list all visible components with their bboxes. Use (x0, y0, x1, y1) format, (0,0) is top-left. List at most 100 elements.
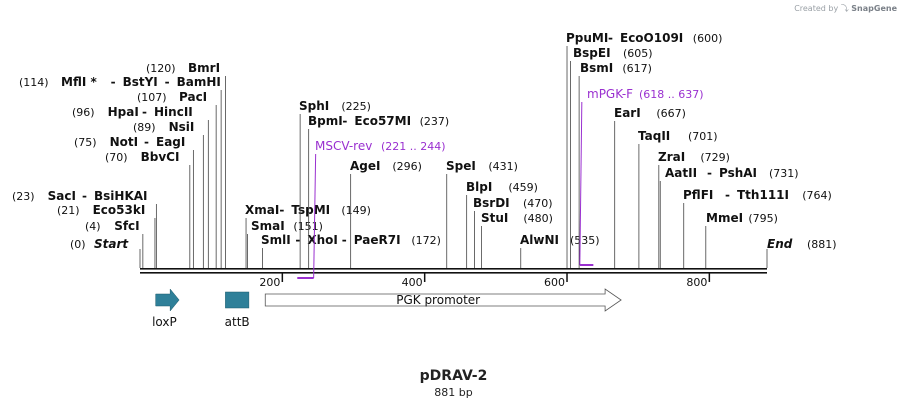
backbone-top-strand (140, 268, 767, 270)
enzyme-position: (667) (656, 107, 686, 120)
enzyme-name: EarI (614, 106, 641, 120)
enzyme-name: BstYI (123, 75, 158, 89)
enzyme-name: AgeI (350, 159, 380, 173)
enzyme-name: AatII (665, 166, 697, 180)
feature-box-shape (225, 291, 250, 309)
enzyme-site-bbvci: (70)BbvCI (105, 150, 191, 268)
feature-pgk-promoter: PGK promoter (264, 288, 622, 312)
enzyme-name: MmeI (706, 211, 743, 225)
enzyme-position: (764) (802, 189, 832, 202)
enzyme-site-zrai: ZraI(729) (658, 150, 730, 268)
enzyme-site-nsii: (89) NsiI (133, 120, 204, 268)
enzyme-position: (172) (411, 234, 441, 247)
enzyme-position: (470) (523, 197, 553, 210)
enzyme-name: SmlI (261, 233, 291, 247)
enzyme-site-bspei: BspEI(605) (570, 46, 653, 268)
enzyme-position: (96) (72, 106, 95, 119)
feature-attb: attB (225, 291, 250, 329)
enzyme-position: (75) (74, 136, 97, 149)
enzyme-name: PflFI (683, 188, 713, 202)
primer-connector (579, 101, 583, 266)
enzyme-name: BpmI (308, 114, 343, 128)
enzyme-separator: - (165, 75, 170, 89)
enzyme-name: XhoI (307, 233, 338, 247)
enzyme-position: (225) (341, 100, 371, 113)
enzyme-site-pflfi: PflFI-Tth111I(764) (683, 188, 832, 268)
primer-connector (313, 153, 317, 279)
enzyme-site-smai: SmaI (151) (247, 219, 323, 268)
enzyme-name: PaeR7I (354, 233, 401, 247)
enzyme-site-eco53ki: (21)Eco53kI (57, 203, 156, 268)
enzyme-name: NsiI (169, 120, 195, 134)
enzyme-site-mfli: (114)MflI *-BstYI-BamHI (19, 75, 222, 268)
enzyme-name: HpaI (108, 105, 139, 119)
primer-name: MSCV-rev (315, 139, 372, 153)
ruler-label: 800 (686, 276, 707, 289)
enzyme-name: TspMI (291, 203, 330, 217)
primer-range: (618 .. 637) (639, 88, 704, 101)
snapgene-logo-icon: ⤵ (840, 4, 849, 13)
enzyme-name: BlpI (466, 180, 492, 194)
enzyme-position: (296) (392, 160, 422, 173)
enzyme-site-noti: (75)NotI-EagI (74, 135, 194, 268)
enzyme-site-spei: SpeI(431) (446, 159, 518, 268)
enzyme-position: (151) (293, 220, 323, 233)
enzyme-name: BsmI (580, 61, 613, 75)
enzyme-site-stui: StuI (480) (481, 211, 553, 268)
start-marker: (0) Start (70, 237, 141, 268)
enzyme-site-xmai: XmaI-TspMI(149) (245, 203, 371, 268)
enzyme-site-bsmi: BsmI (617) (578, 61, 652, 268)
enzyme-separator: - (279, 203, 284, 217)
enzyme-name: TaqII (638, 129, 670, 143)
enzyme-name: Eco57MI (354, 114, 411, 128)
end-position: (881) (807, 238, 837, 251)
enzyme-site-sphi: SphI(225) (299, 99, 371, 268)
ruler-label: 600 (544, 276, 565, 289)
feature-arrow-shape (155, 288, 180, 312)
enzyme-name: PpuMI (566, 31, 608, 45)
enzyme-separator: - (725, 188, 730, 202)
feature-loxp: loxP (152, 288, 180, 329)
enzyme-site-ppumi: PpuMI-EcoO109I(600) (566, 31, 722, 268)
enzyme-position: (480) (523, 212, 553, 225)
enzyme-site-bmri: (120)BmrI (146, 61, 226, 268)
enzyme-name: XmaI (245, 203, 279, 217)
enzyme-position: (731) (769, 167, 799, 180)
feature-label: PGK promoter (396, 293, 480, 307)
enzyme-position: (237) (420, 115, 450, 128)
enzyme-position: (107) (137, 91, 167, 104)
enzyme-site-hpai: (96)HpaI-HincII (72, 105, 209, 268)
enzyme-name: SmaI (251, 219, 285, 233)
enzyme-position: (431) (488, 160, 518, 173)
snapgene-watermark: Created by ⤵ SnapGene (794, 3, 897, 14)
enzyme-name: StuI (481, 211, 508, 225)
plasmid-name: pDRAV-2 (419, 368, 488, 384)
enzyme-name: EagI (156, 135, 185, 149)
start-label: Start (94, 237, 129, 251)
enzyme-name: BsiHKAI (94, 189, 148, 203)
feature-label: attB (225, 315, 250, 329)
enzyme-name: BsrDI (473, 196, 510, 210)
enzyme-site-mmei: MmeI(795) (705, 211, 778, 268)
enzyme-site-agei: AgeI (296) (350, 159, 422, 268)
end-marker: End (881) (766, 237, 837, 268)
backbone-bottom-strand (140, 272, 767, 274)
enzyme-site-smli: SmlI-XhoI-PaeR7I(172) (261, 233, 441, 268)
end-label: End (767, 237, 793, 251)
enzyme-position: (70) (105, 151, 128, 164)
enzyme-name: AlwNI (520, 233, 559, 247)
enzyme-site-bsrdi: BsrDI (470) (473, 196, 553, 268)
enzyme-name: Eco53kI (93, 203, 146, 217)
enzyme-name: PacI (179, 90, 207, 104)
enzyme-position: (89) (133, 121, 156, 134)
enzyme-position: (701) (688, 130, 718, 143)
enzyme-name: PshAI (719, 166, 757, 180)
enzyme-name: BspEI (573, 46, 611, 60)
start-position: (0) (70, 238, 86, 251)
enzyme-name: SfcI (114, 219, 139, 233)
enzyme-name: ZraI (658, 150, 685, 164)
enzyme-position: (120) (146, 62, 176, 75)
enzyme-position: (617) (622, 62, 652, 75)
enzyme-separator: - (608, 31, 613, 45)
enzyme-position: (114) (19, 76, 49, 89)
